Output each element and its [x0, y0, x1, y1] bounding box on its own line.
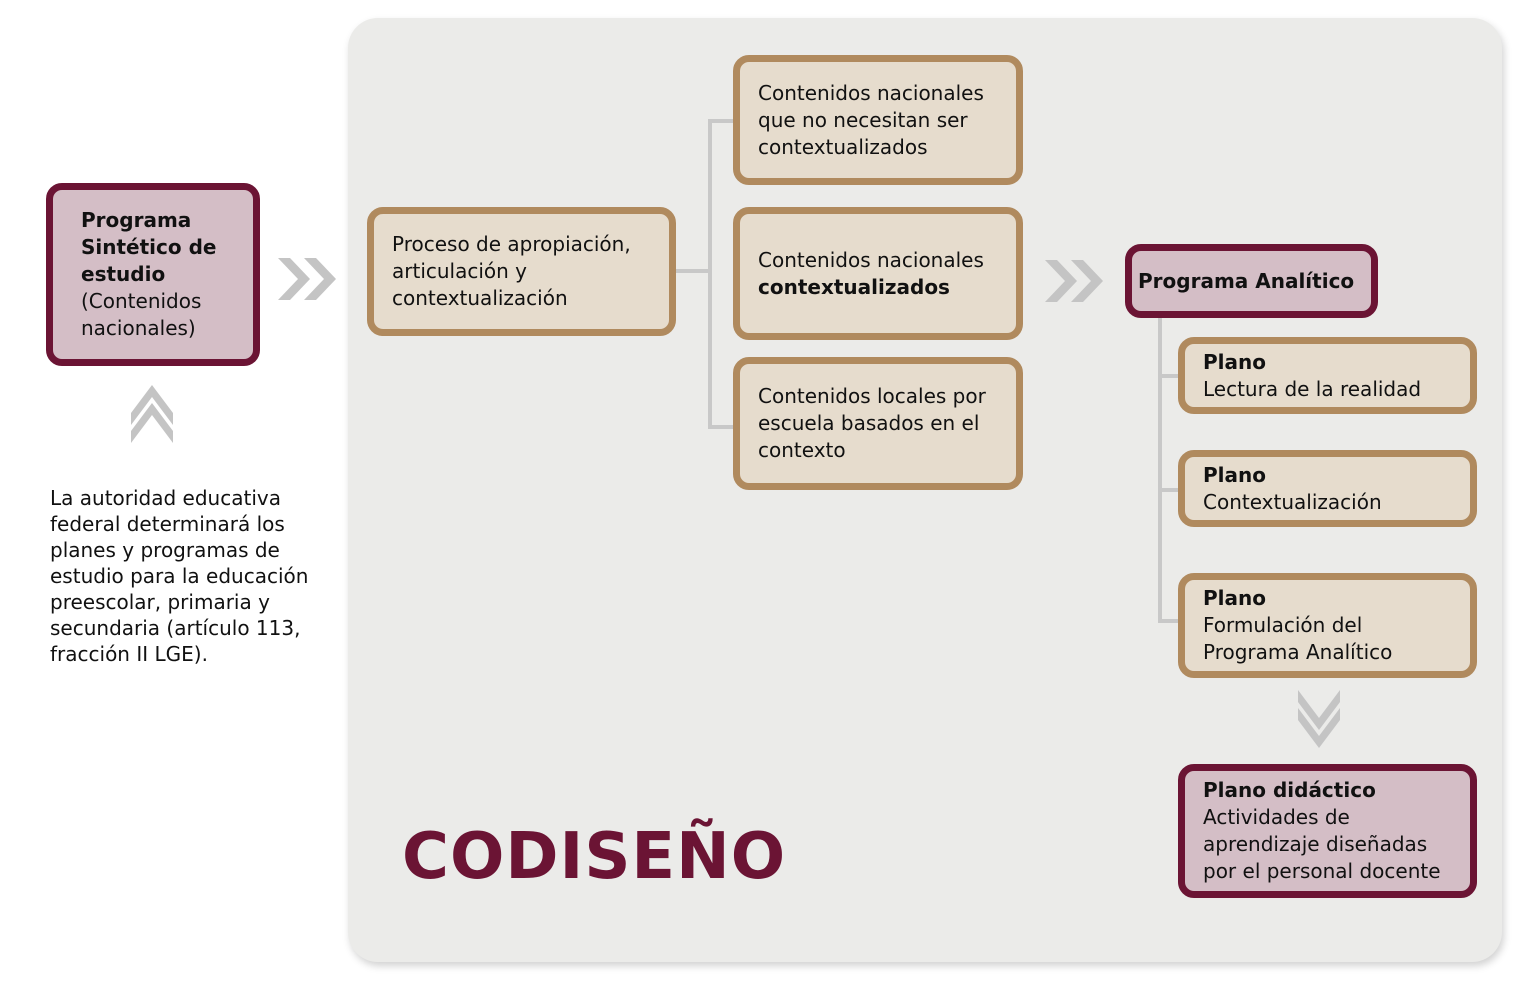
double-chevron-right-icon: [278, 258, 336, 300]
didactico-title: Plano didáctico: [1203, 778, 1376, 802]
cl-text: Contenidos locales por escuela basados e…: [758, 384, 986, 462]
codiseno-title: CODISEÑO: [402, 820, 787, 894]
plano-contextualizacion-box: Plano Contextualización: [1178, 450, 1477, 527]
plano-text: Contextualización: [1203, 489, 1382, 514]
contenidos-locales-box: Contenidos locales por escuela basados e…: [733, 357, 1023, 490]
connector: [1158, 619, 1180, 623]
double-chevron-right-icon: [1045, 260, 1103, 302]
plano-text: Formulación del Programa Analítico: [1203, 613, 1393, 664]
double-chevron-up-icon: [131, 385, 173, 443]
didactico-text: Actividades de aprendizaje diseñadas por…: [1203, 805, 1441, 883]
cn2-line2: contextualizados: [758, 274, 950, 299]
programa-sintetico-box: Programa Sintético de estudio (Contenido…: [46, 183, 260, 366]
contenidos-nacionales-contextualizados-box: Contenidos nacionales contextualizados: [733, 207, 1023, 340]
sintetico-title: Programa Sintético de estudio: [81, 208, 217, 286]
connector: [676, 269, 712, 273]
sintetico-sub: (Contenidos nacionales): [81, 289, 202, 340]
connector: [1158, 318, 1162, 623]
plano-title: Plano: [1203, 586, 1266, 610]
plano-lectura-box: Plano Lectura de la realidad: [1178, 337, 1477, 414]
connector: [708, 425, 735, 429]
plano-title: Plano: [1203, 349, 1266, 374]
double-chevron-down-icon: [1298, 690, 1340, 748]
contenidos-nacionales-no-contextualizados-box: Contenidos nacionales que no necesitan s…: [733, 55, 1023, 185]
cn2-line1: Contenidos nacionales: [758, 247, 984, 272]
proceso-box: Proceso de apropiación, articulación y c…: [367, 207, 676, 336]
connector: [1158, 374, 1180, 378]
cn1-text: Contenidos nacionales que no necesitan s…: [758, 80, 984, 159]
plano-didactico-box: Plano didáctico Actividades de aprendiza…: [1178, 764, 1477, 898]
connector: [708, 119, 735, 123]
plano-title: Plano: [1203, 462, 1266, 487]
analitico-title: Programa Analítico: [1138, 268, 1355, 293]
plano-text: Lectura de la realidad: [1203, 376, 1422, 401]
connector: [708, 119, 712, 429]
proceso-text: Proceso de apropiación, articulación y c…: [392, 232, 631, 310]
programa-analitico-box: Programa Analítico: [1125, 244, 1378, 318]
legal-note: La autoridad educativa federal determina…: [50, 486, 309, 666]
plano-formulacion-box: Plano Formulación del Programa Analítico: [1178, 573, 1477, 678]
connector: [1158, 488, 1180, 492]
